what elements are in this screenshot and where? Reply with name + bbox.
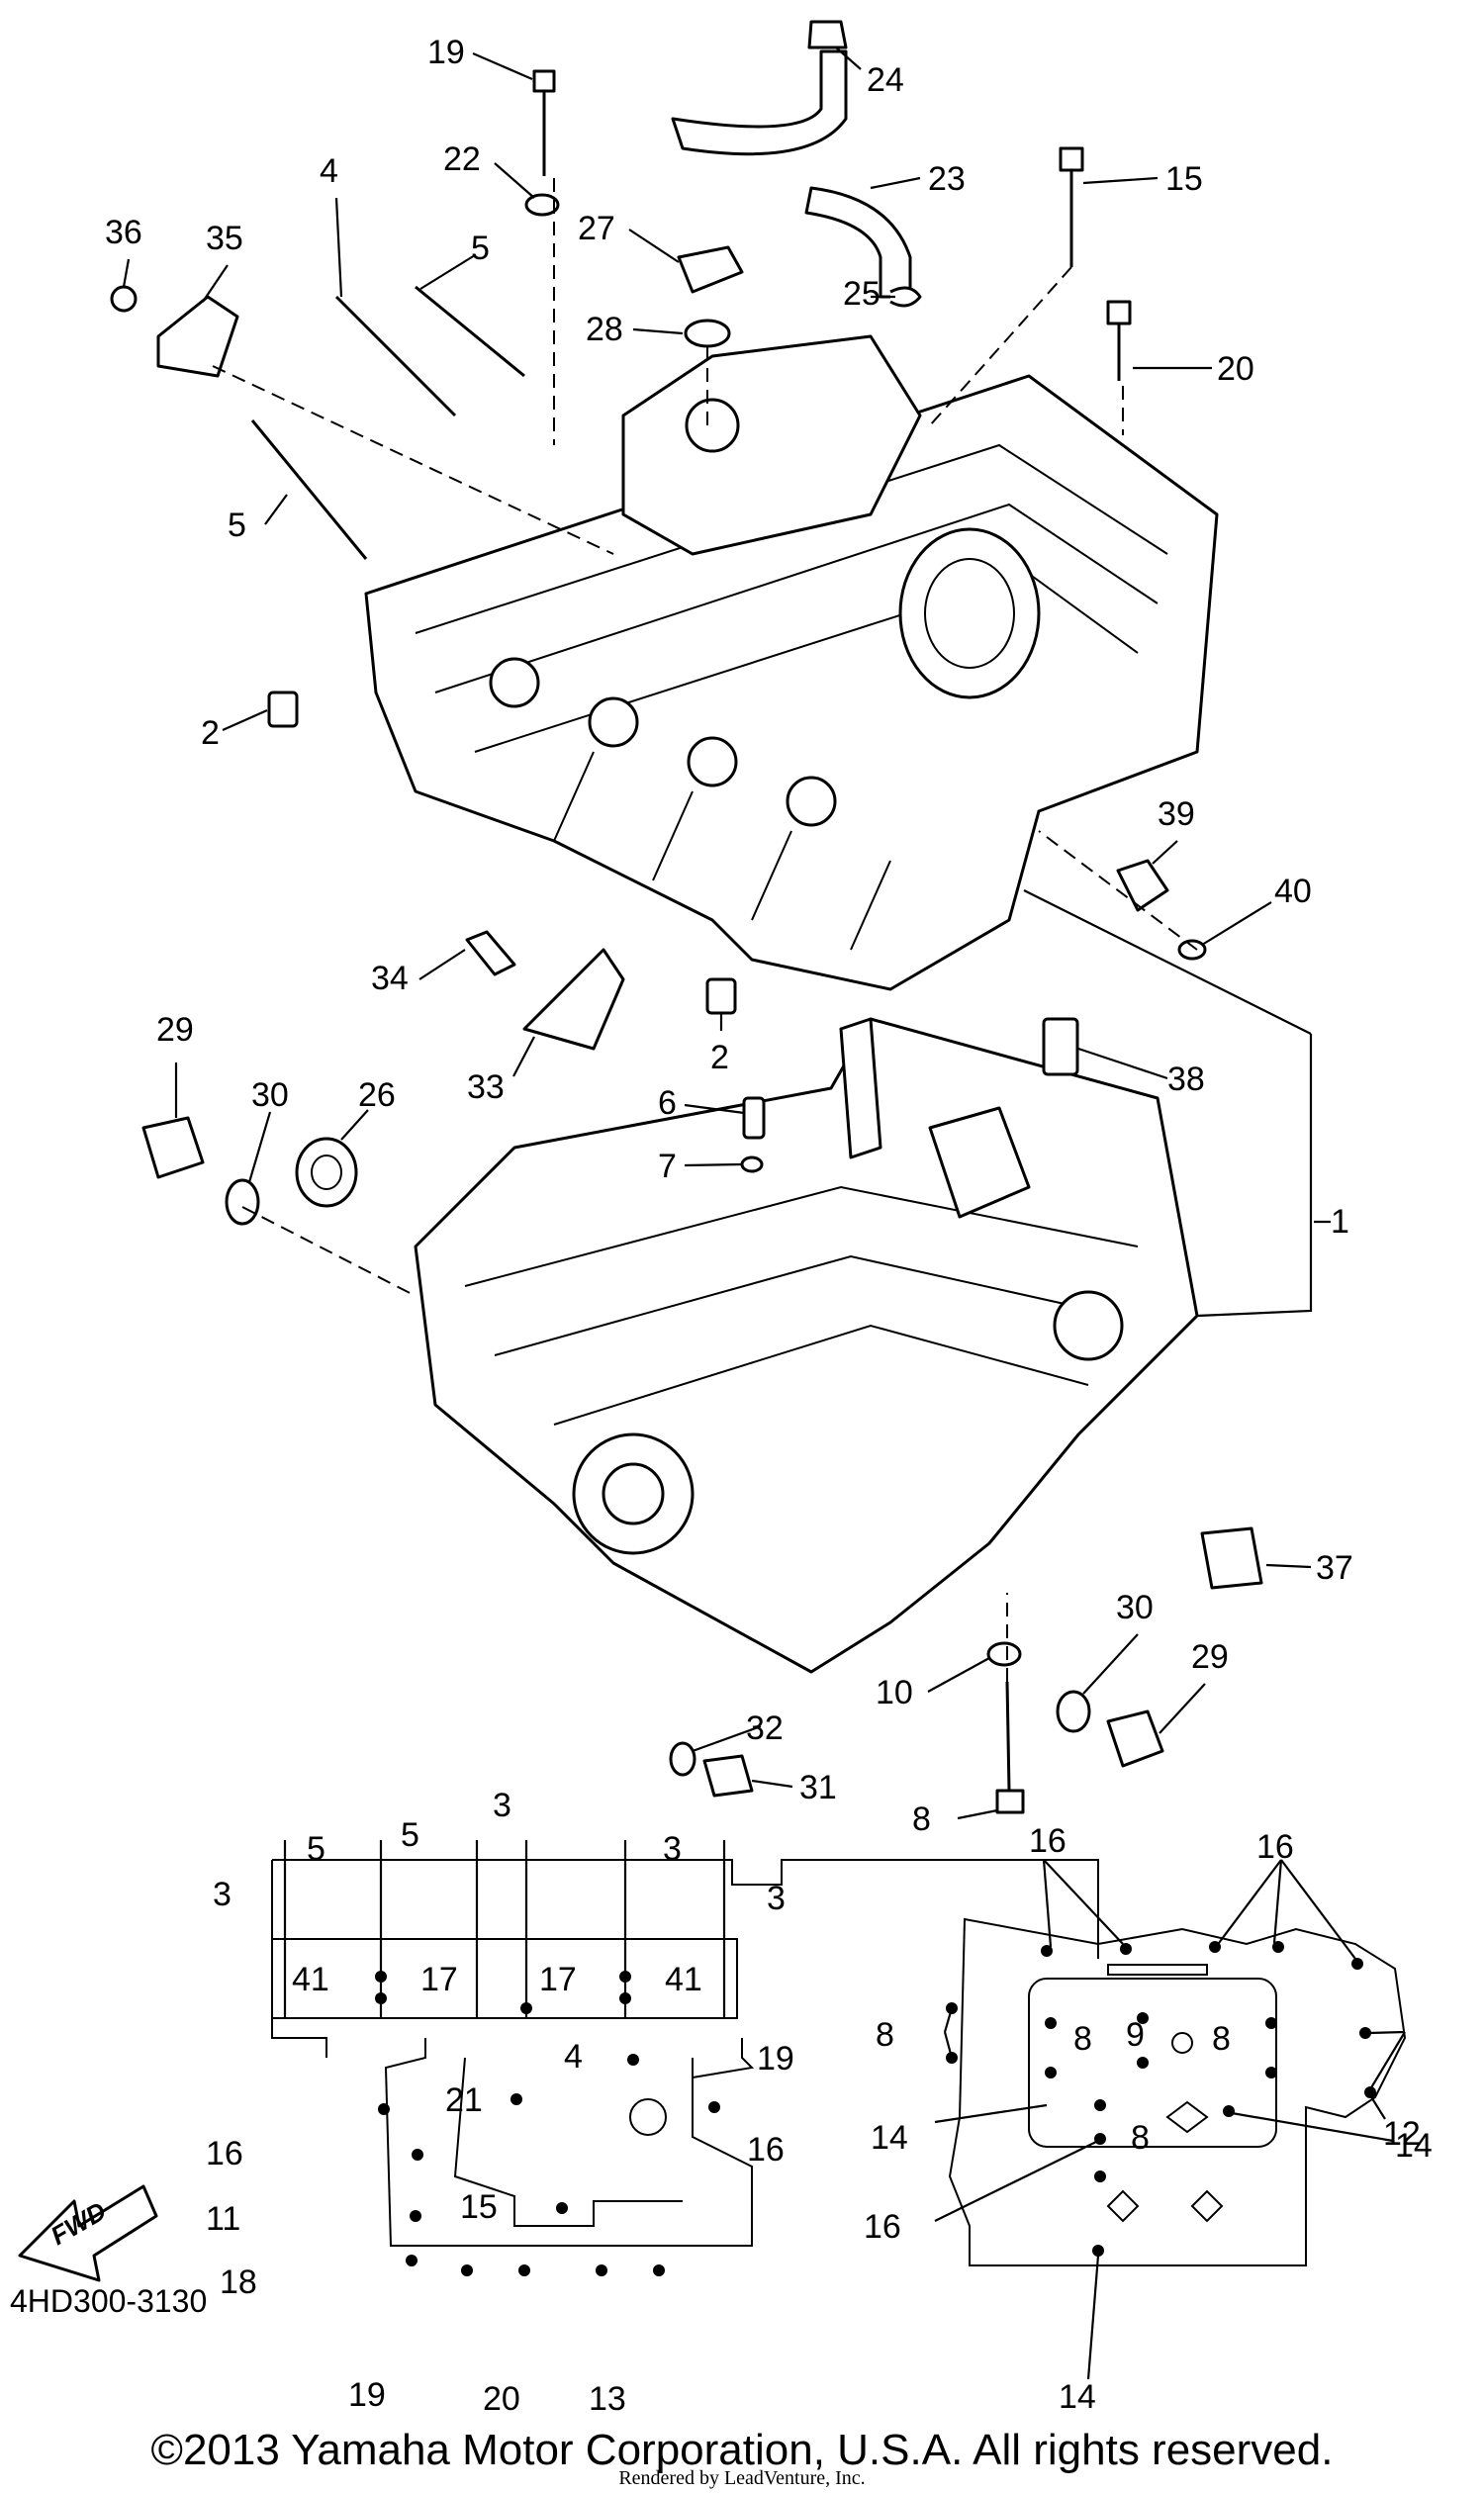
callout-label: 4: [320, 152, 338, 190]
small-parts: [110, 20, 1263, 1814]
callout-label: 7: [658, 1148, 677, 1185]
callout-label: 20: [483, 2380, 520, 2418]
callout-label: 38: [1167, 1061, 1205, 1098]
callout-label: 3: [767, 1880, 786, 1917]
callout-label: 30: [251, 1076, 289, 1114]
callout-label: 30: [1116, 1589, 1154, 1626]
callout-label: 14: [1395, 2127, 1433, 2165]
callout-label: 37: [1316, 1549, 1353, 1587]
callout-label: 23: [928, 160, 966, 198]
callout-label: 16: [747, 2131, 785, 2169]
callout-label: 8: [1073, 2020, 1092, 2058]
callout-label: 41: [665, 1961, 702, 1998]
callout-label: 35: [206, 220, 243, 257]
callout-label: 39: [1158, 795, 1195, 833]
callout-label: 14: [871, 2119, 908, 2157]
callout-label: 5: [471, 230, 490, 267]
callout-label: 1: [1331, 1203, 1349, 1241]
callout-label: 11: [206, 2200, 240, 2238]
copyright-notice: ©2013 Yamaha Motor Corporation, U.S.A. A…: [150, 2426, 1334, 2474]
callout-label: 29: [1191, 1638, 1229, 1676]
callout-label: 2: [201, 714, 220, 752]
callout-label: 12: [1383, 2115, 1421, 2153]
callout-label: 19: [348, 2376, 386, 2414]
callout-label: 40: [1274, 873, 1312, 910]
callout-label: 15: [460, 2188, 498, 2226]
callout-label: 36: [105, 214, 142, 251]
callout-label: 19: [757, 2040, 794, 2078]
rendered-by-note: Rendered by LeadVenture, Inc.: [618, 2467, 866, 2489]
callout-label: 3: [213, 1876, 232, 1913]
callout-label: 16: [1256, 1828, 1294, 1866]
callout-label: 8: [912, 1801, 931, 1838]
lower-crankcase: [414, 1017, 1199, 1674]
callout-label: 8: [876, 2016, 894, 2054]
callout-label: 29: [156, 1011, 194, 1049]
callout-label: 34: [371, 960, 409, 997]
callout-label: 4: [564, 2038, 583, 2076]
callout-label: 16: [1029, 1822, 1067, 1860]
fwd-arrow: FWD: [18, 2184, 158, 2282]
callout-label: 31: [799, 1769, 837, 1806]
callout-label: 6: [658, 1084, 677, 1122]
callout-label: 3: [663, 1830, 682, 1868]
callout-label: 17: [420, 1961, 458, 1998]
callout-label: 5: [401, 1816, 419, 1854]
callout-label: 28: [586, 311, 623, 348]
callout-label: 15: [1165, 160, 1203, 198]
callout-label: 20: [1217, 350, 1254, 388]
callout-label: 27: [578, 210, 615, 247]
callout-label: 19: [427, 34, 465, 71]
callout-label: 22: [443, 140, 481, 178]
diagram-code: 4HD300-3130: [10, 2283, 208, 2319]
callout-label: 9: [1126, 2016, 1145, 2054]
callout-label: 25: [843, 275, 881, 313]
callout-label: 32: [746, 1709, 784, 1747]
callout-label: 8: [1131, 2119, 1150, 2157]
callout-label: 33: [467, 1068, 505, 1106]
callout-label: 3: [493, 1787, 511, 1824]
callout-label: 17: [539, 1961, 577, 1998]
callout-label: 21: [445, 2081, 483, 2119]
callout-label: 16: [206, 2135, 243, 2172]
callout-label: 8: [1212, 2020, 1231, 2058]
leader-lines: [122, 46, 1331, 1820]
callout-label: 2: [710, 1039, 729, 1076]
upper-crankcase: [364, 334, 1219, 991]
callout-label: 5: [307, 1830, 325, 1868]
callout-label: 26: [358, 1076, 396, 1114]
callout-labels: 19 24 22 23 15 4 5 27 36 35 25 28 20 5 2…: [105, 34, 1433, 2418]
callout-label: 13: [589, 2380, 626, 2418]
callout-label: 10: [876, 1674, 913, 1711]
callout-label: 5: [228, 507, 246, 544]
lower-case-bolt-layout: [934, 1859, 1407, 2380]
callout-label: 41: [292, 1961, 329, 1998]
upper-case-bolt-layout: [271, 1840, 1099, 2276]
callout-label: 18: [220, 2263, 257, 2301]
callout-label: 14: [1059, 2378, 1096, 2416]
callout-label: 24: [867, 61, 904, 99]
callout-label: 16: [864, 2208, 901, 2246]
